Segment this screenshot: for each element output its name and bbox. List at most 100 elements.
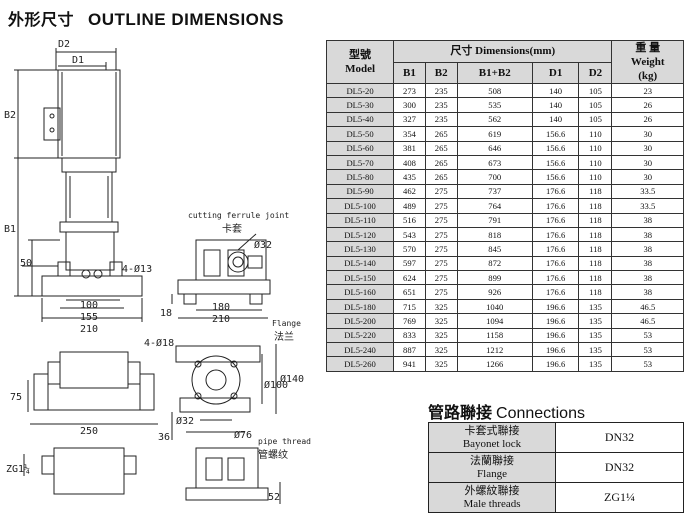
- value-cell: 508: [456, 82, 533, 99]
- label-h18: 18: [160, 308, 172, 319]
- value-cell: 325: [424, 327, 458, 344]
- value-cell: 135: [578, 342, 613, 358]
- value-cell: 105: [578, 111, 613, 128]
- value-cell: 38: [611, 284, 684, 300]
- value-cell: 1040: [456, 298, 533, 315]
- pump-stack: [65, 171, 113, 223]
- label-w155: 155: [80, 312, 98, 323]
- value-cell: 624: [393, 270, 426, 286]
- label-d2: D2: [58, 39, 70, 50]
- model-cell: DL5-220: [325, 327, 395, 344]
- value-cell: 300: [393, 97, 426, 113]
- value-cell: 327: [393, 111, 426, 128]
- value-cell: 118: [578, 212, 613, 228]
- header-model: 型號 Model: [325, 40, 395, 84]
- label-pipe-cn: 管螺纹: [258, 448, 288, 461]
- value-cell: 435: [393, 169, 426, 185]
- value-cell: 275: [424, 183, 458, 200]
- page-title-cn: 外形尺寸: [8, 10, 75, 29]
- connection-label-cn: 外螺紋聯接: [464, 484, 520, 497]
- model-cell: DL5-120: [325, 226, 395, 243]
- page-title: 外形尺寸 OUTLINE DIMENSIONS: [8, 6, 284, 30]
- value-cell: 156.6: [531, 154, 580, 171]
- header-col: D2: [578, 61, 613, 84]
- value-cell: 354: [393, 126, 426, 142]
- value-cell: 543: [393, 226, 426, 243]
- label-d140: Ø140: [280, 373, 304, 385]
- value-cell: 176.6: [531, 241, 580, 257]
- value-cell: 275: [424, 255, 458, 272]
- label-h75: 75: [10, 392, 22, 403]
- value-cell: 33.5: [611, 198, 684, 214]
- header-col: B1+B2: [456, 61, 533, 84]
- model-cell: DL5-100: [325, 198, 395, 214]
- model-cell: DL5-50: [325, 126, 395, 142]
- value-cell: 1212: [456, 342, 533, 358]
- value-cell: 110: [578, 126, 613, 142]
- label-h50: 50: [20, 258, 32, 269]
- value-cell: 105: [578, 82, 613, 99]
- pump-base: [41, 275, 143, 297]
- model-cell: DL5-130: [325, 241, 395, 257]
- value-cell: 818: [456, 226, 533, 243]
- value-cell: 176.6: [531, 183, 580, 200]
- model-cell: DL5-110: [325, 212, 395, 228]
- value-cell: 887: [393, 342, 426, 358]
- value-cell: 715: [393, 298, 426, 315]
- model-cell: DL5-40: [325, 111, 395, 128]
- value-cell: 325: [424, 298, 458, 315]
- value-cell: 30: [611, 126, 684, 142]
- value-cell: 118: [578, 284, 613, 300]
- value-cell: 135: [578, 298, 613, 315]
- value-cell: 53: [611, 342, 684, 358]
- value-cell: 110: [578, 169, 613, 185]
- value-cell: 325: [424, 342, 458, 358]
- value-cell: 38: [611, 241, 684, 257]
- value-cell: 135: [578, 356, 613, 372]
- model-cell: DL5-60: [325, 140, 395, 156]
- value-cell: 646: [456, 140, 533, 156]
- value-cell: 53: [611, 327, 684, 344]
- header-model-en: Model: [345, 63, 376, 75]
- model-cell: DL5-70: [325, 154, 395, 171]
- value-cell: 619: [456, 126, 533, 142]
- value-cell: 118: [578, 183, 613, 200]
- value-cell: 275: [424, 198, 458, 214]
- value-cell: 118: [578, 226, 613, 243]
- connection-value: DN32: [555, 452, 684, 483]
- value-cell: 562: [456, 111, 533, 128]
- side-view-ferrule: [171, 233, 271, 319]
- header-model-cn: 型號: [349, 49, 372, 61]
- thread-view-front: [23, 447, 137, 495]
- page-title-en: OUTLINE DIMENSIONS: [88, 10, 285, 29]
- model-cell: DL5-90: [325, 183, 395, 200]
- value-cell: 26: [611, 111, 684, 128]
- label-pipe-en: pipe thread: [258, 437, 311, 446]
- label-b2: B2: [4, 110, 16, 121]
- connections-title-en: Connections: [496, 405, 585, 422]
- connection-value: DN32: [555, 422, 684, 453]
- value-cell: 1266: [456, 356, 533, 372]
- label-ferrule-en: cutting ferrule joint: [188, 211, 289, 220]
- value-cell: 176.6: [531, 284, 580, 300]
- label-ferrule-cn: 卡套: [222, 222, 242, 235]
- value-cell: 265: [424, 126, 458, 142]
- model-cell: DL5-30: [325, 97, 395, 113]
- value-cell: 176.6: [531, 212, 580, 228]
- value-cell: 110: [578, 154, 613, 171]
- value-cell: 651: [393, 284, 426, 300]
- header-dimensions: 尺寸 Dimensions(mm): [393, 40, 613, 63]
